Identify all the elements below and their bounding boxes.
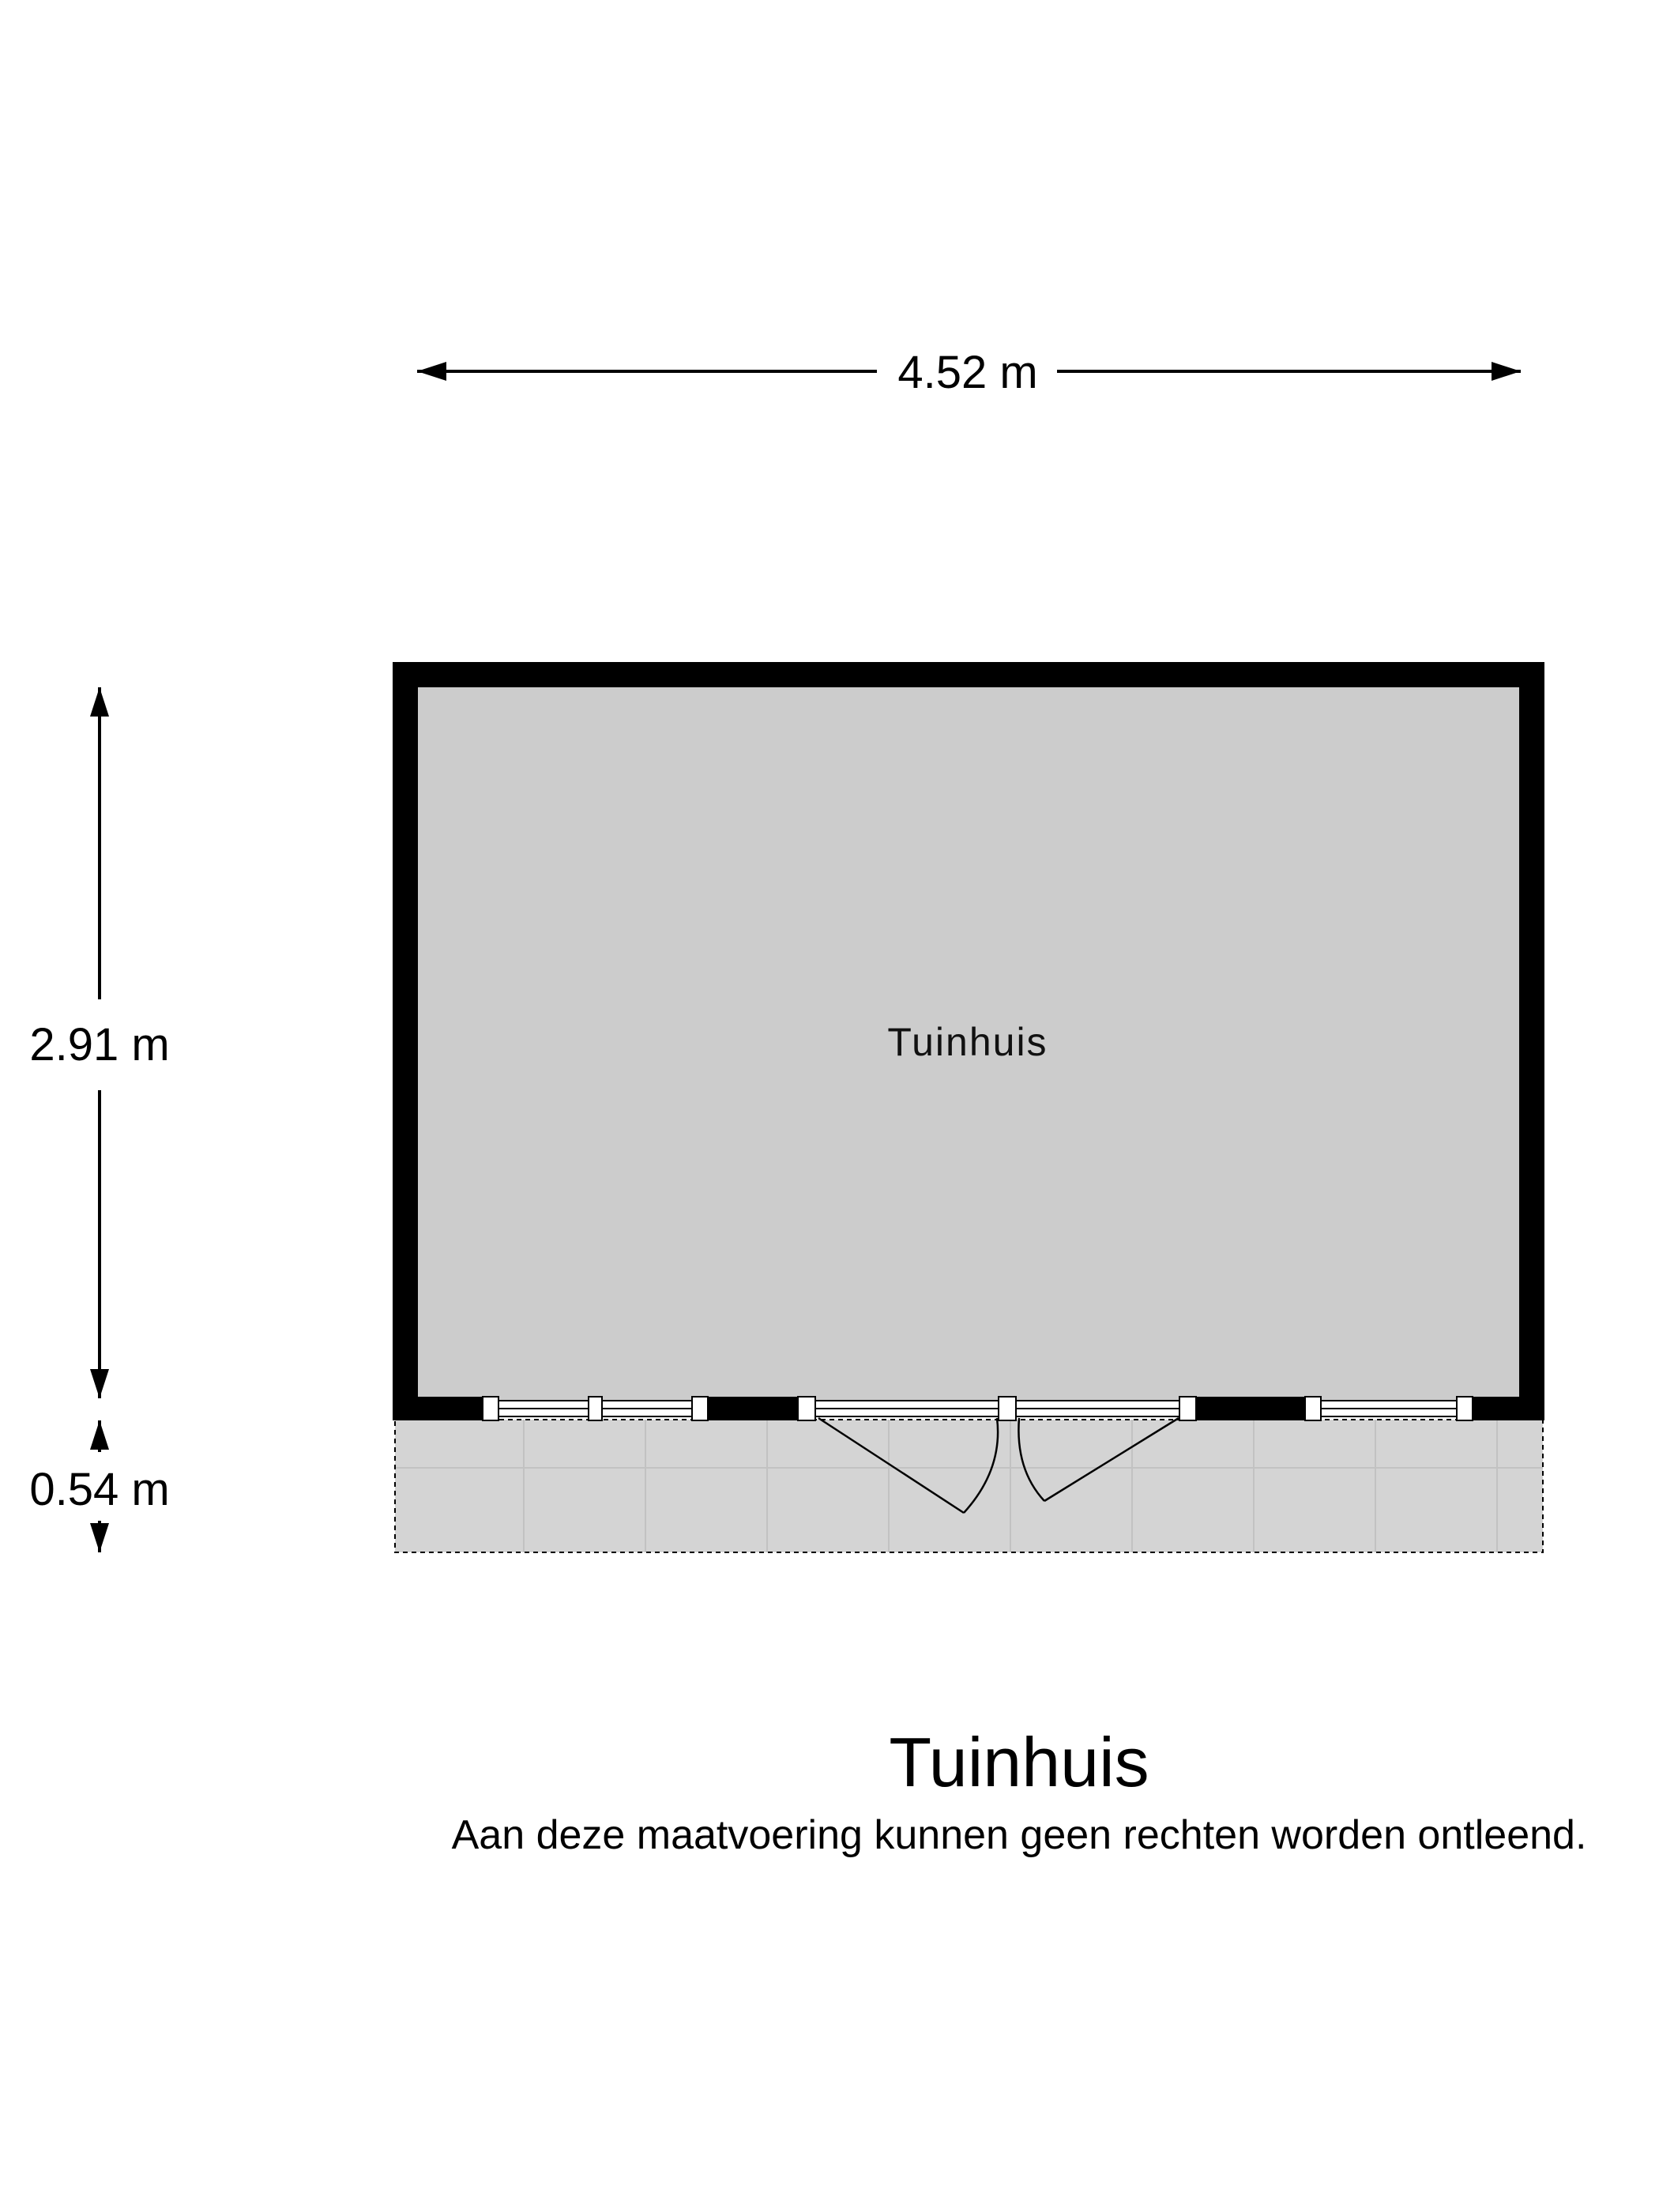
depth-arrow-top: [90, 687, 109, 717]
window-right: [1304, 1396, 1473, 1421]
terrace-dimension-label: 0.54 m: [29, 1464, 169, 1515]
terrace-tile-grid: [395, 1420, 1543, 1552]
terrace-arrow-bottom: [90, 1523, 109, 1552]
depth-arrow-bottom: [90, 1369, 109, 1398]
terrace-arrow-top: [90, 1420, 109, 1450]
wall-front-segment-4: [1473, 1397, 1544, 1420]
width-dimension-label: 4.52 m: [897, 347, 1037, 398]
wall-right: [1519, 662, 1544, 1420]
wall-left: [393, 662, 418, 1420]
width-dimension: 4.52 m: [417, 347, 1521, 398]
terrace-dimension: 0.54 m: [29, 1420, 170, 1552]
wall-front-segment-1: [393, 1397, 483, 1420]
terrace-outline: [394, 1419, 1544, 1553]
door-swing-right: [1018, 1416, 1179, 1503]
terrace: [394, 1419, 1544, 1553]
window-left: [482, 1396, 709, 1421]
wall-front-segment-3: [1196, 1397, 1305, 1420]
width-arrow-right: [1492, 362, 1521, 381]
door-swing-left: [818, 1416, 999, 1514]
width-arrow-left: [417, 362, 446, 381]
wall-top: [393, 662, 1544, 687]
room-tuinhuis: Tuinhuis: [393, 662, 1544, 1514]
terrace-surface: [395, 1420, 1543, 1552]
caption-title: Tuinhuis: [889, 1723, 1149, 1801]
room-label: Tuinhuis: [887, 1020, 1048, 1064]
depth-dimension: 2.91 m: [29, 687, 170, 1398]
wall-front-segment-2: [708, 1397, 798, 1420]
room-floor: [405, 674, 1533, 1410]
double-door: [797, 1396, 1197, 1421]
caption-disclaimer: Aan deze maatvoering kunnen geen rechten…: [451, 1812, 1587, 1858]
depth-dimension-label: 2.91 m: [29, 1019, 169, 1070]
